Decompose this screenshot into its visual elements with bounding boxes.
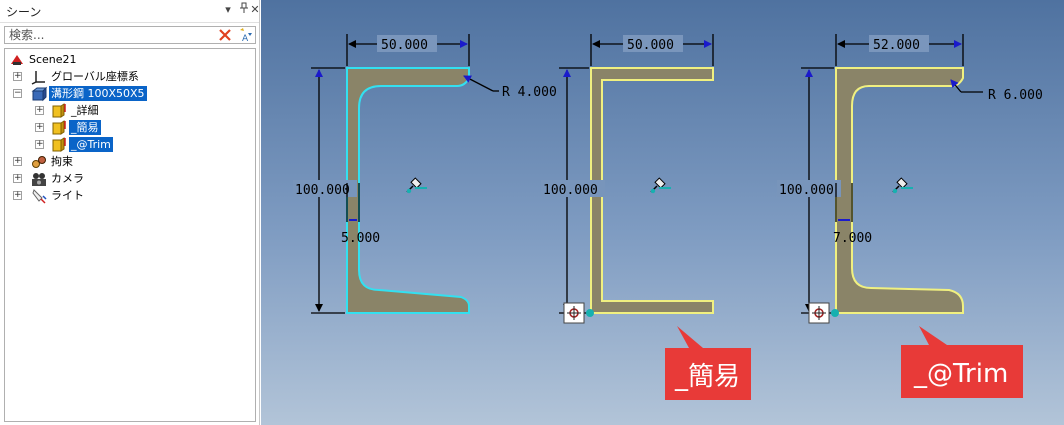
- channel-section-trim: [835, 67, 964, 314]
- tree-item-constraints[interactable]: + 拘束: [7, 153, 247, 170]
- tree-item-label: _@Trim: [69, 137, 113, 152]
- dim-label-bg: [869, 35, 929, 52]
- expand-icon[interactable]: +: [35, 139, 44, 149]
- dropdown-arrow-icon[interactable]: ▾: [225, 3, 231, 16]
- callout-simple: _簡易: [665, 326, 751, 400]
- tree-item-global-coords[interactable]: + グローバル座標系: [7, 68, 247, 85]
- tree-item-detail[interactable]: + _詳細: [7, 102, 247, 119]
- expand-icon[interactable]: +: [13, 173, 22, 183]
- tree-item-channel-steel[interactable]: − 溝形鋼 100X50X5: [7, 85, 247, 102]
- profile-simple[interactable]: 50.000 100.000 _簡易: [541, 34, 751, 400]
- camera-icon: [31, 171, 47, 187]
- search-input[interactable]: [7, 27, 211, 43]
- tree-item-camera[interactable]: + カメラ: [7, 170, 247, 187]
- pushpin-icon[interactable]: [650, 177, 671, 194]
- callout-trim-text: _@Trim: [913, 359, 1008, 389]
- dim-height-text: 100.000: [295, 183, 350, 198]
- profile-trim[interactable]: 52.000 100.000 7.000 R 6.000: [777, 34, 1043, 398]
- tree-item-label: _詳細: [71, 104, 99, 117]
- origin-icon[interactable]: [808, 302, 839, 324]
- svg-text:A: A: [242, 34, 249, 43]
- tree-item-light[interactable]: + ライト: [7, 187, 247, 204]
- origin-icon[interactable]: [563, 302, 594, 324]
- tree-item-trim[interactable]: + _@Trim: [7, 136, 247, 153]
- radius-leader: [463, 75, 494, 92]
- dim-label-bg: [293, 180, 357, 197]
- radius-leader: [950, 79, 962, 93]
- dim-width-text: 50.000: [627, 38, 674, 53]
- dim-thickness-text: 7.000: [833, 231, 872, 246]
- shape-icon: [51, 137, 67, 153]
- expand-icon[interactable]: +: [35, 105, 44, 115]
- dim-label-bg: [777, 180, 841, 197]
- light-icon: [31, 188, 47, 204]
- tree-item-scene[interactable]: Scene21: [7, 51, 247, 68]
- collapse-icon[interactable]: −: [13, 88, 22, 98]
- tree-item-label: Scene21: [29, 53, 77, 66]
- dim-radius-text: R 6.000: [988, 88, 1043, 103]
- expand-icon[interactable]: +: [13, 71, 22, 81]
- callout-trim: _@Trim: [901, 326, 1023, 398]
- tree-item-label: カメラ: [51, 172, 84, 185]
- dim-height-text: 100.000: [779, 183, 834, 198]
- dim-label-bg: [541, 180, 605, 197]
- shape-icon: [51, 120, 67, 136]
- panel-title: シーン: [6, 5, 42, 19]
- clear-x-icon[interactable]: [217, 27, 233, 43]
- drawing-canvas: 50.000 100.000 5.000 R 4.000: [293, 34, 1043, 400]
- dim-width-text: 52.000: [873, 38, 920, 53]
- part-icon: [31, 86, 48, 102]
- tree-item-label: 拘束: [51, 155, 73, 168]
- profile-detail[interactable]: 50.000 100.000 5.000 R 4.000: [293, 34, 557, 314]
- scene-panel: シーン ▾ ✕ A Scene21 + グローバル座標系: [0, 0, 260, 425]
- pushpin-icon[interactable]: [892, 177, 913, 194]
- expand-icon[interactable]: +: [13, 190, 22, 200]
- dim-radius-text: R 4.000: [502, 85, 557, 100]
- pin-icon[interactable]: [236, 2, 252, 18]
- dim-label-bg: [377, 35, 437, 52]
- pushpin-icon[interactable]: [406, 177, 427, 194]
- dim-thickness-text: 5.000: [341, 231, 380, 246]
- tree-item-label: グローバル座標系: [51, 70, 139, 83]
- filter-icon[interactable]: A: [237, 27, 253, 44]
- dim-label-bg: [623, 35, 683, 52]
- close-icon[interactable]: ✕: [250, 3, 260, 16]
- tree-item-label: ライト: [51, 189, 84, 202]
- tree-item-simple[interactable]: + _簡易: [7, 119, 247, 136]
- 3d-viewport[interactable]: 50.000 100.000 5.000 R 4.000: [261, 0, 1064, 425]
- expand-icon[interactable]: +: [13, 156, 22, 166]
- constraint-icon: [31, 154, 47, 170]
- channel-section-detail: [346, 67, 470, 314]
- scene-tree: Scene21 + グローバル座標系 − 溝形鋼 100X50X5 + _詳細: [4, 48, 256, 422]
- channel-section-simple: [590, 67, 714, 314]
- scene-icon: [9, 52, 25, 68]
- search-box[interactable]: A: [4, 26, 256, 44]
- tree-item-label: 溝形鋼 100X50X5: [49, 86, 147, 101]
- callout-simple-text: _簡易: [674, 362, 740, 392]
- dim-height-text: 100.000: [543, 183, 598, 198]
- dim-width-text: 50.000: [381, 38, 428, 53]
- tree-item-label: _簡易: [69, 120, 101, 135]
- axis-icon: [31, 69, 47, 85]
- expand-icon[interactable]: +: [35, 122, 44, 132]
- panel-header: シーン ▾ ✕: [0, 0, 260, 23]
- shape-icon: [51, 103, 67, 119]
